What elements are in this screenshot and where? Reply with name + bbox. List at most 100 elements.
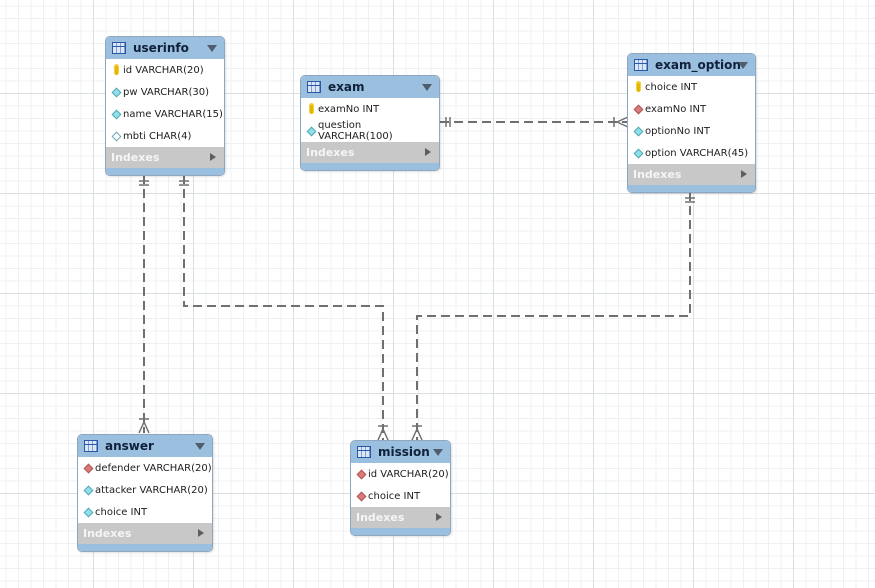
column-label: optionNo INT: [645, 125, 710, 137]
column-label: examNo INT: [645, 103, 707, 115]
table-icon: [634, 59, 648, 71]
entity-title: exam_option: [655, 58, 741, 72]
entity-userinfo[interactable]: userinfo id VARCHAR(20) pw VARCHAR(30) n…: [105, 36, 225, 176]
indexes-section[interactable]: Indexes: [301, 142, 439, 163]
entity-footer: [628, 185, 755, 192]
attribute-diamond-icon: [111, 109, 121, 119]
one-mandatory-marker: [179, 180, 189, 186]
entity-footer: [351, 528, 450, 535]
collapse-arrow-icon[interactable]: [433, 449, 443, 456]
indexes-label: Indexes: [633, 168, 682, 181]
connector-line[interactable]: [183, 175, 384, 440]
column-row[interactable]: examNo INT: [301, 98, 439, 120]
attribute-diamond-icon: [111, 87, 121, 97]
relationship-exam-exam_option: [440, 116, 629, 128]
relationship-userinfo-answer: [138, 175, 150, 434]
one-mandatory-marker: [139, 180, 149, 186]
crow-foot-marker: [377, 425, 389, 441]
table-icon: [84, 440, 98, 452]
primary-key-icon: [633, 82, 643, 92]
connector-line[interactable]: [416, 192, 691, 440]
indexes-section[interactable]: Indexes: [628, 164, 755, 185]
column-row[interactable]: examNo INT: [628, 98, 755, 120]
column-row[interactable]: option VARCHAR(45): [628, 142, 755, 164]
primary-key-icon: [306, 104, 316, 114]
column-label: name VARCHAR(15): [123, 108, 223, 120]
table-icon: [307, 81, 321, 93]
entity-title: mission: [378, 445, 430, 459]
relationship-exam_option-mission: [411, 192, 695, 441]
one-mandatory-marker: [685, 197, 695, 203]
crow-foot-marker: [138, 418, 150, 434]
primary-key-icon: [111, 65, 121, 75]
column-label: pw VARCHAR(30): [123, 86, 210, 98]
expand-arrow-icon[interactable]: [425, 148, 431, 156]
expand-arrow-icon[interactable]: [198, 529, 204, 537]
collapse-arrow-icon[interactable]: [195, 443, 205, 450]
table-icon: [112, 42, 126, 54]
entity-title: answer: [105, 439, 154, 453]
indexes-label: Indexes: [111, 151, 160, 164]
expand-arrow-icon[interactable]: [741, 170, 747, 178]
expand-arrow-icon[interactable]: [436, 513, 442, 521]
nullable-diamond-icon: [111, 131, 121, 141]
entity-title: exam: [328, 80, 365, 94]
column-row[interactable]: mbti CHAR(4): [106, 125, 224, 147]
column-row[interactable]: choice INT: [351, 485, 450, 507]
expand-arrow-icon[interactable]: [210, 153, 216, 161]
entity-title: userinfo: [133, 41, 189, 55]
collapse-arrow-icon[interactable]: [207, 45, 217, 52]
column-row[interactable]: id VARCHAR(20): [106, 59, 224, 81]
indexes-section[interactable]: Indexes: [106, 147, 224, 168]
column-row[interactable]: choice INT: [628, 76, 755, 98]
column-label: choice INT: [368, 490, 421, 502]
column-row[interactable]: choice INT: [78, 501, 212, 523]
column-label: defender VARCHAR(20): [95, 462, 212, 474]
crow-foot-marker: [613, 116, 629, 128]
attribute-diamond-icon: [83, 507, 93, 517]
column-label: question VARCHAR(100): [318, 120, 393, 142]
entity-exam-option[interactable]: exam_option choice INT examNo INT option…: [627, 53, 756, 193]
foreign-key-diamond-icon: [633, 104, 643, 114]
indexes-label: Indexes: [356, 511, 405, 524]
column-row[interactable]: question VARCHAR(100): [301, 120, 439, 142]
column-label: choice INT: [95, 506, 148, 518]
column-label: attacker VARCHAR(20): [95, 484, 208, 496]
attribute-diamond-icon: [306, 126, 316, 136]
entity-header[interactable]: userinfo: [106, 37, 224, 59]
column-label: option VARCHAR(45): [645, 147, 749, 159]
entity-header[interactable]: answer: [78, 435, 212, 457]
attribute-diamond-icon: [633, 148, 643, 158]
column-label: choice INT: [645, 81, 698, 93]
column-label: id VARCHAR(20): [123, 64, 204, 76]
entity-header[interactable]: exam: [301, 76, 439, 98]
entity-exam[interactable]: exam examNo INT question VARCHAR(100) In…: [300, 75, 440, 171]
relationship-userinfo-mission: [179, 175, 389, 441]
entity-answer[interactable]: answer defender VARCHAR(20) attacker VAR…: [77, 434, 213, 552]
column-row[interactable]: defender VARCHAR(20): [78, 457, 212, 479]
collapse-arrow-icon[interactable]: [422, 84, 432, 91]
entity-footer: [78, 544, 212, 551]
crow-foot-marker: [411, 425, 423, 441]
entity-header[interactable]: mission: [351, 441, 450, 463]
foreign-key-diamond-icon: [83, 463, 93, 473]
attribute-diamond-icon: [633, 126, 643, 136]
indexes-section[interactable]: Indexes: [351, 507, 450, 528]
indexes-label: Indexes: [306, 146, 355, 159]
attribute-diamond-icon: [83, 485, 93, 495]
indexes-section[interactable]: Indexes: [78, 523, 212, 544]
entity-footer: [301, 163, 439, 170]
entity-mission[interactable]: mission id VARCHAR(20) choice INT Indexe…: [350, 440, 451, 536]
column-label: id VARCHAR(20): [368, 468, 449, 480]
column-row[interactable]: pw VARCHAR(30): [106, 81, 224, 103]
column-row[interactable]: id VARCHAR(20): [351, 463, 450, 485]
indexes-label: Indexes: [83, 527, 132, 540]
entity-header[interactable]: exam_option: [628, 54, 755, 76]
entity-footer: [106, 168, 224, 175]
column-row[interactable]: optionNo INT: [628, 120, 755, 142]
collapse-arrow-icon[interactable]: [738, 62, 748, 69]
column-row[interactable]: attacker VARCHAR(20): [78, 479, 212, 501]
column-label: mbti CHAR(4): [123, 130, 192, 142]
column-row[interactable]: name VARCHAR(15): [106, 103, 224, 125]
